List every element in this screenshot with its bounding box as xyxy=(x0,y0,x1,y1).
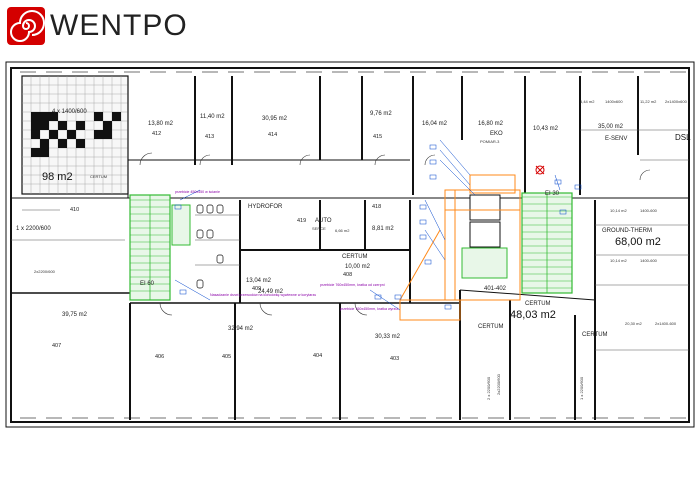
grid-room-duct: 4 x 1400/600 xyxy=(52,109,87,115)
right-col-0-dim: 1400-600 xyxy=(640,208,658,213)
room-413-area: 11,40 m2 xyxy=(200,114,225,120)
room-409-num: 409 xyxy=(252,286,261,292)
door-swings xyxy=(139,152,651,316)
left-duct-label: 1 x 2200/600 xyxy=(16,226,51,232)
middle-labels: HYDROFOR 419 AUTO SERCE 6,66 m2 418 8,81… xyxy=(246,204,394,292)
annotation-leaders xyxy=(174,139,561,311)
grid-ceiling-room xyxy=(21,75,129,195)
certum-big-name: CERTUM xyxy=(525,301,551,307)
right-col-1-dim: 1400-600 xyxy=(640,258,658,263)
auto-area: 6,66 m2 xyxy=(335,228,350,233)
room-414-area: 30,95 m2 xyxy=(262,116,288,122)
el30-label: EI 30 xyxy=(545,191,560,197)
vert-dim-2: 1 x 2200/600 xyxy=(579,376,584,400)
note-0: przebicie 450x450 w ścianie xyxy=(175,190,220,194)
room-419-num: 419 xyxy=(297,218,306,224)
right-labels: EKO POMIAR-3 E-SENV DSL GROUND-THERM 68,… xyxy=(478,131,691,400)
grid-room-area: 98 m2 xyxy=(42,171,73,183)
room-418-num: 418 xyxy=(372,204,381,210)
room-401-402: 401-402 xyxy=(484,286,507,292)
right-col-2-area: 20,30 m2 xyxy=(625,321,642,326)
eko-name: EKO xyxy=(490,131,503,137)
room-35-00-area: 35,00 m2 xyxy=(598,124,624,130)
room-407-area: 39,75 m2 xyxy=(62,312,88,318)
left-dim-label: 2x2200/600 xyxy=(34,269,56,274)
ground-therm-name: GROUND-THERM xyxy=(602,228,652,234)
room-412-area: 13,80 m2 xyxy=(148,121,174,127)
certum-big-area: 48,03 m2 xyxy=(510,309,556,321)
room-412-num: 412 xyxy=(152,131,161,137)
dsl-label: DSL xyxy=(675,133,691,142)
room-415-num: 415 xyxy=(373,134,382,140)
spiral-logo-icon xyxy=(7,7,45,45)
toilet-fixtures xyxy=(196,204,224,289)
room-418-area: 8,81 m2 xyxy=(372,226,394,232)
room-407-num: 407 xyxy=(52,343,61,349)
small-room-dim: 1400x600 xyxy=(605,99,623,104)
room-16-80-area: 16,80 m2 xyxy=(478,121,504,127)
auto-sub: SERCE xyxy=(312,226,326,231)
esenv-label: E-SENV xyxy=(605,136,627,142)
small-room2-dim: 2x1400x600 xyxy=(665,99,688,104)
room-415-area: 9,76 m2 xyxy=(370,111,392,117)
top-room-labels: 13,80 m2 412 11,40 m2 413 30,95 m2 414 9… xyxy=(148,99,688,140)
right-col-1-area: 10,14 m2 xyxy=(610,258,627,263)
brand-logo: WENTPO xyxy=(6,6,188,46)
room-404-num: 404 xyxy=(313,353,322,359)
room-24-49-area: 24,49 m2 xyxy=(258,289,284,295)
room-410-num: 410 xyxy=(70,207,79,213)
cable-markers xyxy=(174,144,582,310)
room-408-num: 408 xyxy=(343,272,352,278)
windows xyxy=(20,71,686,419)
bottom-room-labels: 39,75 m2 407 406 32,94 m2 405 404 24,49 … xyxy=(52,289,401,362)
hydrofor-label: HYDROFOR xyxy=(248,204,283,210)
room-409-area: 13,04 m2 xyxy=(246,278,272,284)
purple-notes: przebicie 450x450 w ścianie przebicie 76… xyxy=(175,190,398,311)
vert-dim-1: 2x2200/600 xyxy=(496,373,501,395)
small-room-area: 5,44 m2 xyxy=(580,99,595,104)
room-406-num: 406 xyxy=(155,354,164,360)
elevator-shafts xyxy=(171,194,508,279)
small-room2-area: 11,22 m2 xyxy=(640,99,657,104)
auto-name: AUTO xyxy=(315,218,332,224)
room-10-43-area: 10,43 m2 xyxy=(533,126,559,132)
room-403-area: 30,33 m2 xyxy=(375,334,401,340)
grid-room-labels: 4 x 1400/600 98 m2 CERTUM xyxy=(42,109,107,183)
stairwell-left xyxy=(129,194,171,301)
stairwell-right xyxy=(521,192,573,294)
certum-small2: CERTUM xyxy=(582,332,608,338)
room-403-num: 403 xyxy=(390,356,399,362)
room-413-num: 413 xyxy=(205,134,214,140)
vert-dim-0: 2 x 2200/600 xyxy=(486,376,491,400)
certum-mid-name: CERTUM xyxy=(342,254,368,260)
building-outline xyxy=(5,61,695,428)
brand-name: WENTPO xyxy=(50,9,188,42)
certum-small1: CERTUM xyxy=(478,324,504,330)
note-1: przebicie 760x450mm, kratka od czerpni xyxy=(320,283,385,287)
note-3: Nasadzanie drzwi przewodów na końcówkę w… xyxy=(210,293,316,297)
room-414-num: 414 xyxy=(268,132,277,138)
ducts-orange xyxy=(399,174,521,321)
grid-room-extra: CERTUM xyxy=(90,174,107,179)
partitions xyxy=(11,129,689,351)
note-2: przebicie 760x450mm, kratka wyrzut xyxy=(340,307,398,311)
right-col-2-dim: 2x1400-600 xyxy=(655,321,677,326)
certum-mid-area: 10,00 m2 xyxy=(345,264,371,270)
el60-label: EI 60 xyxy=(140,281,155,287)
room-16-04-area: 16,04 m2 xyxy=(422,121,448,127)
ground-therm-area: 68,00 m2 xyxy=(615,236,661,248)
room-405-area: 32,94 m2 xyxy=(228,326,254,332)
right-col-0-area: 10,14 m2 xyxy=(610,208,627,213)
eko-sub: POMIAR-3 xyxy=(480,139,500,144)
red-marker xyxy=(535,165,545,175)
walls xyxy=(11,76,689,420)
left-labels: 1 x 2200/600 410 2x2200/600 EI 60 xyxy=(16,207,155,287)
room-405-num: 405 xyxy=(222,354,231,360)
